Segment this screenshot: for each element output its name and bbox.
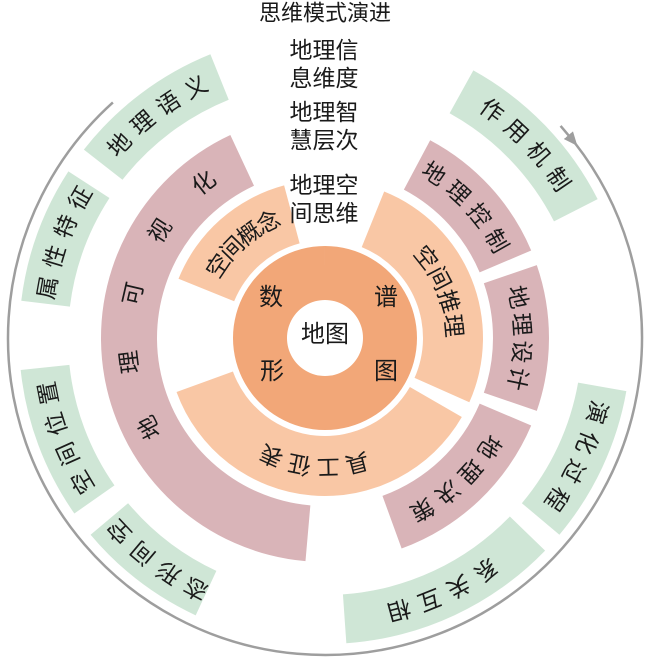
pink-ring-segment [382,403,532,549]
evolution-circle-arrow [6,101,644,657]
label-spatial-position-char: 置 [34,379,64,407]
label-representation-tools-char: 工 [317,453,341,480]
outer-ring-segment [342,516,546,644]
center-label: 地图 [301,320,349,348]
outer-ring-segment [20,364,115,514]
label-attribute-features-char: 属 [34,274,64,301]
pink-ring-segment [483,265,549,411]
inner-ring [232,246,417,430]
middle-ring-segment [361,191,483,403]
label-geo-wisdom-level: 地理智 [290,100,359,126]
label-representation-tools-char: 征 [286,448,314,478]
inner-label-shu: 数 [259,283,283,311]
outer-ring-segment [449,70,598,222]
label-geo-info-dimension: 息维度 [290,66,359,92]
middle-ring-segment [178,185,300,302]
outer-ring-segment [90,503,217,616]
label-geo-design-char: 理 [507,312,535,337]
inner-label-pu: 谱 [374,283,398,311]
label-geo-visualization-char: 可 [119,280,150,308]
label-geo-wisdom-level: 慧层次 [290,128,359,154]
outer-ring-segment [21,171,110,307]
label-geo-design-char: 计 [502,365,532,393]
pink-ring-segment [403,140,532,273]
label-geo-spatial-thinking: 间思维 [290,201,359,227]
middle-ring-segment [176,371,462,497]
label-geo-design-char: 地 [502,283,532,311]
inner-label-xing: 形 [260,357,284,385]
label-spatial-reasoning-char: 理 [438,313,466,338]
diagram-title: 思维模式演进 [259,2,391,27]
label-geo-info-dimension: 地理信 [290,38,359,64]
label-geo-visualization-char: 理 [116,349,145,375]
pink-ring-segment [101,134,311,562]
outer-ring-segment [521,382,627,535]
outer-ring-segment [83,54,229,180]
label-geo-design-char: 设 [507,339,535,364]
inner-label-tu: 图 [374,357,398,385]
arrow-head-icon [559,125,578,146]
label-geo-spatial-thinking: 地理空 [290,173,359,199]
